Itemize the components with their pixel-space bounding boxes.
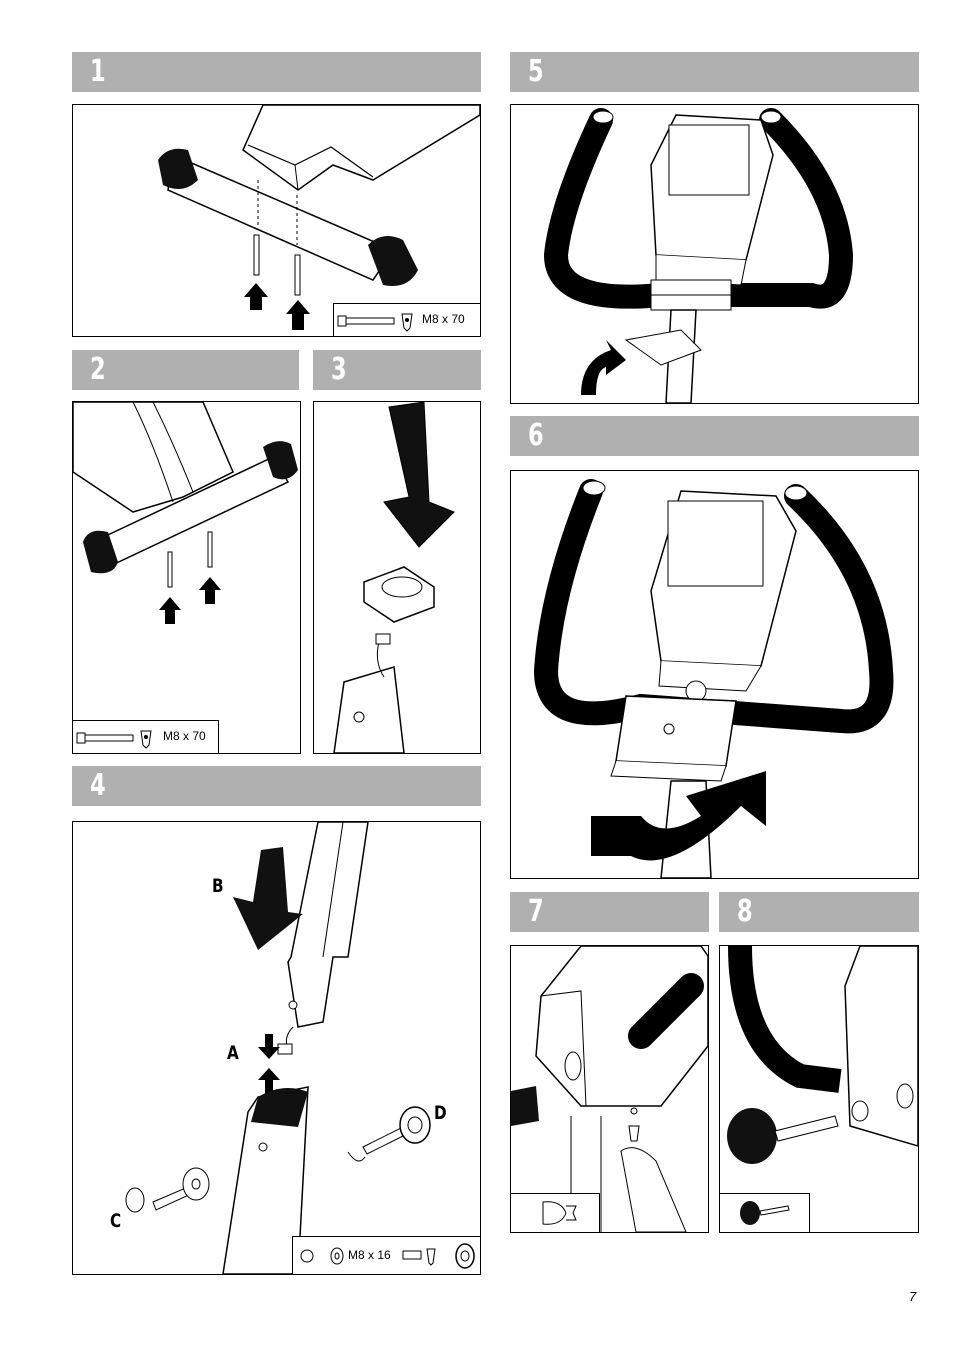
base-foot-front-drawing	[73, 105, 480, 336]
step-2-illustration: M8 x 70	[72, 401, 301, 754]
step-4-illustration: B A C D M8 x 16	[72, 821, 481, 1275]
step-2-number: 2	[90, 352, 106, 388]
step-4-header: 4	[72, 766, 481, 806]
step-3-header: 3	[313, 350, 481, 390]
step-6-number: 6	[528, 418, 544, 454]
step-2-hardware-legend: M8 x 70	[73, 720, 219, 753]
step-3-illustration	[313, 401, 481, 754]
step-2-hardware-label: M8 x 70	[163, 729, 206, 743]
post-assembly-drawing	[73, 822, 480, 1274]
step-8-header: 8	[719, 892, 919, 932]
step-1-illustration: M8 x 70	[72, 104, 481, 337]
step-4-number: 4	[90, 768, 106, 804]
step-5-header: 5	[510, 52, 919, 92]
step-4-hardware-legend: M8 x 16	[292, 1236, 480, 1274]
step-7-plug-legend	[511, 1193, 600, 1232]
cover-insert-drawing	[314, 402, 480, 753]
callout-a: A	[227, 1042, 239, 1064]
step-6-illustration	[510, 470, 919, 879]
step-3-number: 3	[331, 352, 347, 388]
step-8-knob-legend	[720, 1193, 810, 1232]
step-4-hardware-label: M8 x 16	[348, 1248, 391, 1262]
step-7-header: 7	[510, 892, 709, 932]
step-1-hardware-label: M8 x 70	[422, 312, 465, 326]
callout-c: C	[110, 1210, 121, 1232]
plug-insertion-drawing	[511, 946, 708, 1232]
handlebar-console-drawing	[511, 105, 918, 403]
step-2-header: 2	[72, 350, 299, 390]
step-8-number: 8	[737, 894, 753, 930]
step-5-illustration	[510, 104, 919, 404]
knob-screw-drawing	[720, 946, 918, 1232]
callout-d: D	[434, 1102, 447, 1124]
step-1-number: 1	[90, 54, 106, 90]
console-cover-drawing	[511, 471, 918, 878]
callout-b: B	[212, 875, 224, 897]
step-7-illustration	[510, 945, 709, 1233]
step-6-header: 6	[510, 416, 919, 456]
plug-icon	[511, 1194, 599, 1232]
knob-icon	[720, 1194, 809, 1232]
base-foot-rear-drawing	[73, 402, 300, 753]
step-1-hardware-legend: M8 x 70	[333, 303, 480, 336]
step-7-number: 7	[528, 894, 544, 930]
step-1-header: 1	[72, 52, 481, 92]
page-number: 7	[909, 1289, 916, 1304]
step-5-number: 5	[528, 54, 544, 90]
step-8-illustration	[719, 945, 919, 1233]
